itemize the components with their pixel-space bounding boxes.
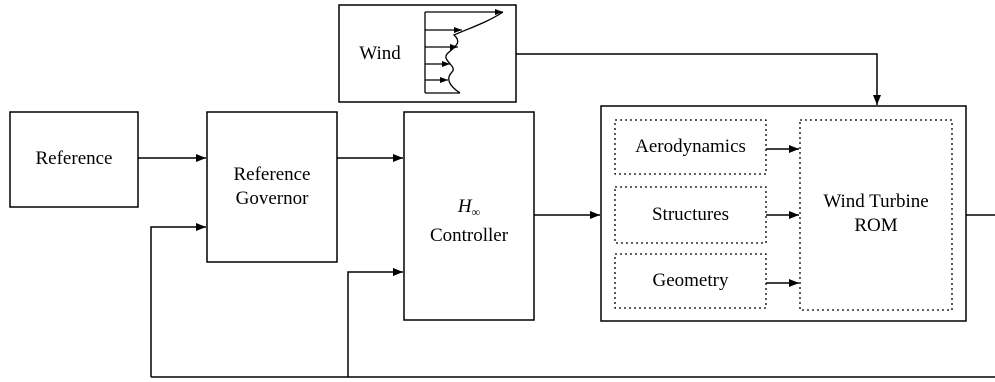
rom-line1: Wind Turbine: [823, 191, 929, 212]
controller-label: H∞ Controller: [404, 195, 534, 248]
controller-infinity: ∞: [471, 205, 481, 219]
plant-block: [600, 105, 967, 322]
wind-to-plant-arrow: [516, 53, 881, 105]
reference-label: Reference: [35, 148, 113, 169]
geometry-block: [614, 253, 767, 309]
reference-governor-label: Reference Governor: [207, 163, 337, 211]
rom-line2: ROM: [854, 215, 898, 236]
signal-lines: [138, 53, 995, 378]
structures-block: [614, 186, 767, 244]
reference-governor-block: [206, 111, 338, 263]
rom-block: [799, 119, 953, 311]
controller-block: [403, 111, 535, 321]
reference-governor-line2: Governor: [235, 188, 309, 209]
aerodynamics-block: [614, 119, 767, 175]
reference-block: [9, 111, 139, 208]
feedback-to-controller-arrow: [347, 268, 403, 377]
feedback-to-governor-arrow: [150, 223, 206, 377]
wind-profile-icon: [424, 9, 504, 94]
aerodynamics-label: Aerodynamics: [635, 136, 746, 157]
geometry-label: Geometry: [652, 270, 729, 291]
controller-symbol: H∞: [404, 195, 534, 224]
reference-governor-line1: Reference: [233, 164, 311, 185]
wind-label: Wind: [359, 43, 401, 64]
controller-text: Controller: [429, 225, 509, 246]
rom-label: Wind Turbine ROM: [800, 190, 952, 238]
structures-label: Structures: [651, 204, 730, 225]
controller-h: H: [457, 196, 472, 217]
